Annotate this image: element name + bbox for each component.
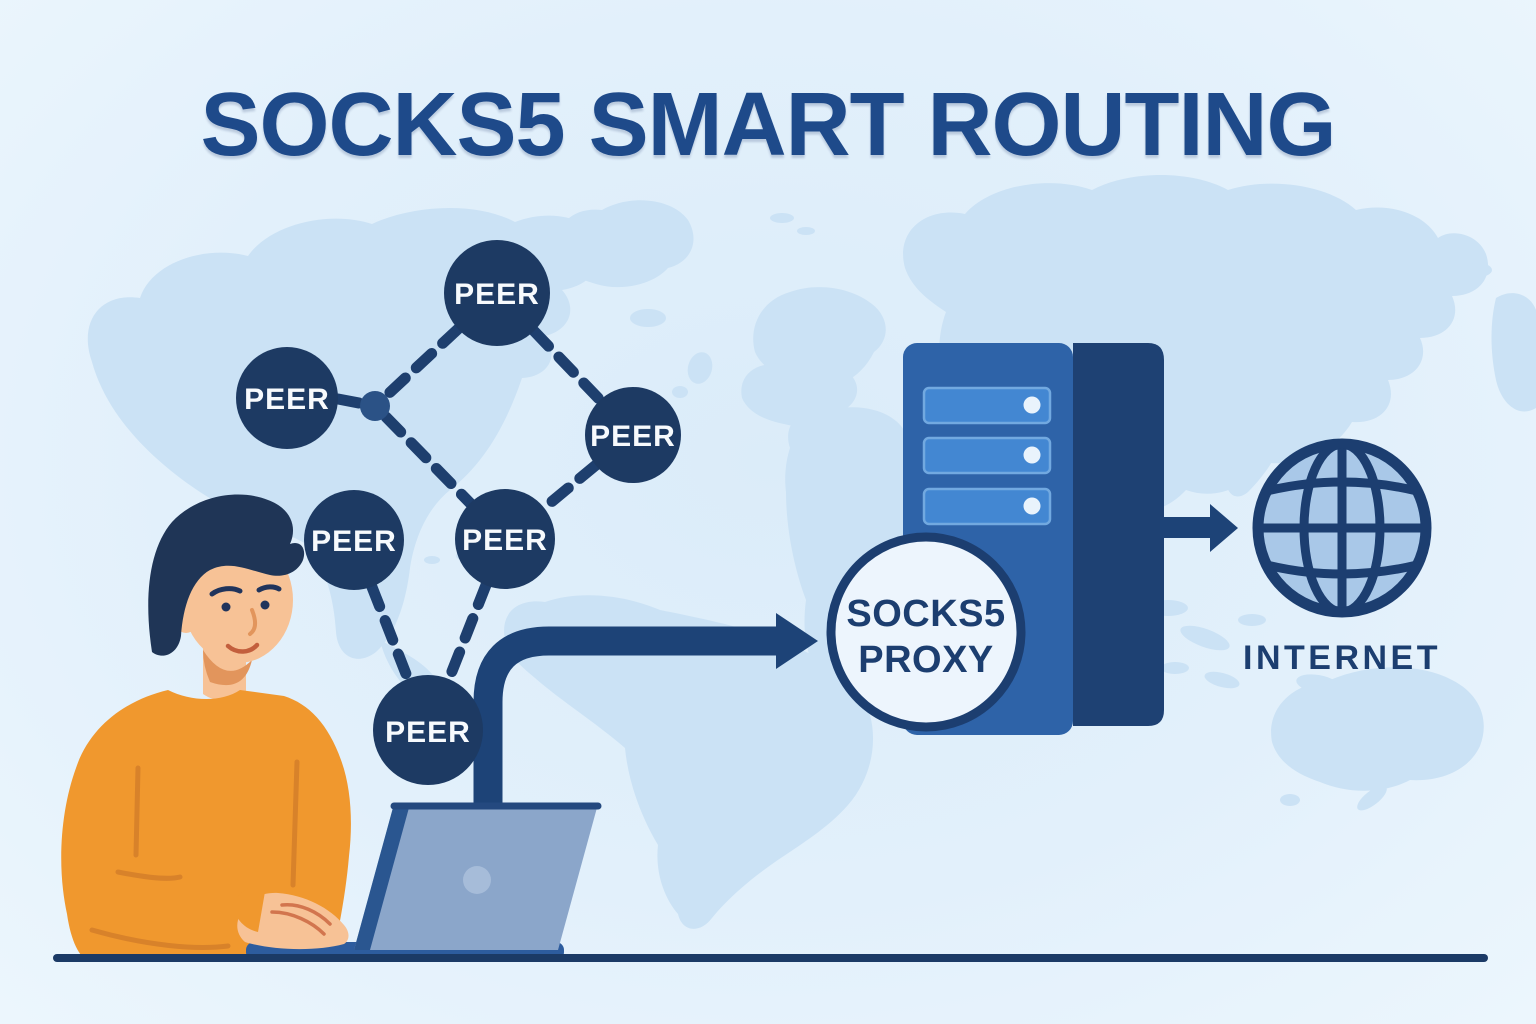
sweater-cuff [232, 885, 266, 932]
peer-label: PEER [385, 716, 471, 749]
finger-line [280, 903, 332, 926]
peer-node: PEER [304, 490, 404, 590]
arrow-shaft [1160, 517, 1210, 538]
internet-label: INTERNET [1243, 639, 1441, 677]
server-slot [922, 436, 1052, 475]
sweater-crease [133, 765, 141, 858]
map-svalbard [770, 213, 794, 223]
peer-node: PEER [455, 489, 555, 589]
person-eyebrow [256, 584, 282, 593]
finger-line [270, 910, 326, 936]
peer-node-circle [373, 675, 483, 785]
internet-globe-icon [1252, 438, 1432, 618]
routing-arrow-shaft [473, 626, 776, 880]
world-map [87, 175, 1536, 929]
peer-link [366, 581, 414, 685]
peer-node: PEER [444, 240, 550, 346]
person-mouth [225, 642, 260, 654]
socks5-proxy-badge: SOCKS5 PROXY [826, 532, 1026, 732]
laptop-lid-edge [354, 804, 410, 950]
map-new-zealand [1384, 758, 1412, 782]
laptop-logo [463, 866, 491, 894]
map-south-america [504, 595, 874, 929]
person-eye [221, 602, 231, 612]
peer-label: PEER [462, 524, 548, 557]
map-indonesia [1238, 614, 1266, 626]
peer-label: PEER [590, 420, 676, 453]
person-nose [248, 608, 258, 636]
person [61, 494, 351, 960]
map-indonesia [1204, 671, 1240, 689]
sweater-crease [290, 759, 300, 888]
map-svalbard [797, 227, 815, 235]
slot-indicator-light [1023, 396, 1041, 414]
map-ireland [672, 386, 688, 398]
map-greenland [556, 200, 694, 288]
peer-link [538, 459, 602, 514]
peer-link [380, 323, 464, 402]
peer-label: PEER [454, 278, 540, 311]
server-to-internet-arrow [1160, 504, 1238, 552]
peer-label: PEER [311, 525, 397, 558]
person-neck-shadow [203, 650, 252, 686]
peer-label: PEER [244, 383, 330, 416]
proxy-badge-circle [826, 532, 1026, 732]
globe-grid [1262, 448, 1422, 608]
peer-link [443, 579, 492, 685]
peer-node-circle [236, 347, 338, 449]
peer-node-circle [444, 240, 550, 346]
peer-link [380, 411, 476, 509]
person-eyebrow [209, 586, 243, 597]
peer-node-circle [585, 387, 681, 483]
peer-node: PEER [236, 347, 338, 449]
map-tasmania [1280, 794, 1300, 806]
server-slot [922, 386, 1052, 425]
page-title: SOCKS5 SMART ROUTING [200, 75, 1336, 175]
server-side-panel [1073, 343, 1164, 726]
sweater-crease [115, 869, 183, 881]
peer-link [528, 325, 606, 406]
map-iceland [630, 309, 666, 327]
proxy-label-line1: SOCKS5 [846, 593, 1005, 635]
peer-node-circle [455, 489, 555, 589]
proxy-label-line2: PROXY [858, 639, 994, 681]
map-europe [741, 359, 858, 427]
map-east-edge-land [1491, 293, 1536, 412]
slot-indicator-light [1023, 446, 1041, 464]
map-britain [687, 352, 713, 384]
routing-arrow [473, 613, 818, 880]
arrow-head [1210, 504, 1238, 552]
map-island [1464, 263, 1492, 277]
person-sweater [61, 690, 351, 960]
map-new-zealand [1357, 785, 1387, 811]
routing-arrow-head [776, 613, 818, 669]
person-hand [237, 892, 349, 950]
peer-links [332, 323, 606, 685]
person-eye [260, 600, 270, 610]
map-japan [1226, 375, 1293, 497]
map-indonesia [1161, 662, 1189, 674]
map-indonesia [1180, 625, 1230, 651]
map-island [424, 556, 440, 564]
map-australia [1271, 667, 1484, 791]
peer-node: PEER [373, 675, 483, 785]
slot-indicator-light [1023, 497, 1041, 515]
peer-node-circle [304, 490, 404, 590]
server-slot [922, 487, 1052, 526]
person-hair [148, 494, 305, 656]
junction-node [360, 391, 390, 421]
peer-link [332, 393, 365, 409]
sweater-crease [89, 927, 231, 950]
peer-node: PEER [585, 387, 681, 483]
